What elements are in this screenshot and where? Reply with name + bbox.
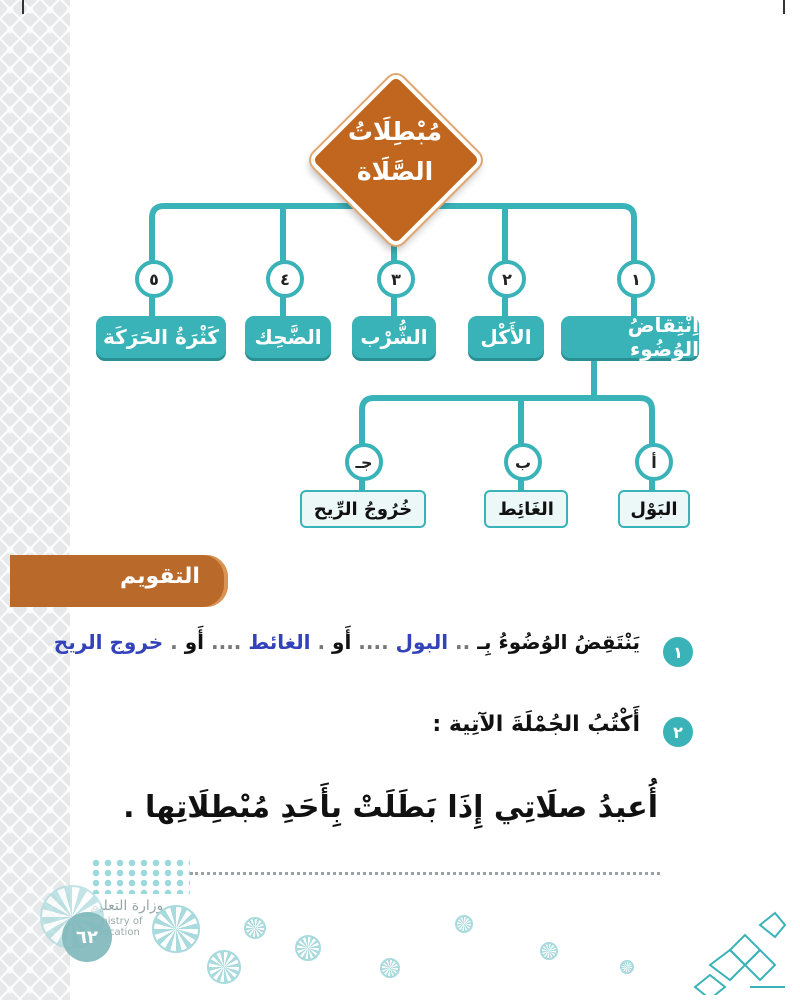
answer-blank-dots: . — [170, 630, 178, 654]
geometric-corner-ornament — [693, 911, 787, 995]
ministry-name-en: Ministry of Education — [90, 916, 143, 938]
item-pill-3: الشُّرْب — [352, 316, 436, 358]
answer-blank-dots: .... — [358, 630, 389, 654]
ministry-logo-dots — [90, 858, 190, 894]
answer-blank-dots: .... — [211, 630, 242, 654]
decorative-rosette — [540, 942, 558, 960]
decorative-rosette — [455, 915, 473, 933]
question-1-number: ١ — [663, 637, 693, 667]
answer-blank-dots: .. — [455, 630, 471, 654]
crop-mark — [783, 0, 785, 14]
decorative-rosette — [620, 960, 634, 974]
question-2-sentence: أُعيدُ صلَاتِي إِذَا بَطَلَتْ بِأَحَدِ م… — [123, 790, 658, 825]
ministry-logo: وزارة التعليم Ministry of Education — [90, 858, 190, 938]
answer-2: الغائط — [248, 630, 311, 654]
question-2-number: ٢ — [663, 717, 693, 747]
subitem-letter-b: ب — [504, 443, 542, 481]
root-title: مُبْطِلَاتُ الصَّلَاة — [310, 112, 480, 192]
evaluation-banner — [10, 555, 228, 607]
item-pill-1: اِنْتِقاضُ الوُضُوء — [561, 313, 699, 361]
root-title-line1: مُبْطِلَاتُ — [347, 117, 443, 146]
item-number-4: ٤ — [266, 260, 304, 298]
decorative-rosette — [152, 905, 200, 953]
question-1-prefix: يَنْتَقِضُ الوُضُوءُ بِـ — [477, 630, 640, 654]
subitem-pill-c: خُرُوجُ الرِّيح — [300, 490, 426, 528]
ministry-name-ar: وزارة التعليم — [90, 898, 164, 914]
or-word-2: أَو — [184, 630, 205, 654]
item-pill-4: الضَّحِك — [245, 316, 331, 358]
subitem-letter-c: جـ — [345, 443, 383, 481]
evaluation-title: التقويم — [120, 564, 200, 589]
answer-3: خروج الريح — [53, 630, 164, 654]
crop-mark — [22, 0, 24, 14]
root-title-line2: الصَّلَاة — [356, 157, 434, 186]
decorative-border-strip — [0, 0, 70, 1000]
decorative-rosette — [207, 950, 241, 984]
item-number-2: ٢ — [488, 260, 526, 298]
item-number-1: ١ — [617, 260, 655, 298]
item-number-3: ٣ — [377, 260, 415, 298]
or-word-1: أَو — [332, 630, 352, 654]
decorative-rosette — [295, 935, 321, 961]
writing-dotted-line[interactable] — [190, 872, 660, 875]
question-1-text: يَنْتَقِضُ الوُضُوءُ بِـ .. البول .... أ… — [54, 630, 640, 654]
page-number: ٦٢ — [62, 912, 112, 962]
answer-1: البول — [395, 630, 449, 654]
subitem-pill-b: الغَائِط — [484, 490, 568, 528]
subitem-letter-a: أ — [635, 443, 673, 481]
decorative-rosette — [380, 958, 400, 978]
item-pill-5: كَثْرَةُ الحَرَكَة — [96, 316, 226, 358]
question-2-instruction: أَكْتُبُ الجُمْلَةَ الآتِية : — [432, 712, 640, 737]
decorative-rosette — [244, 917, 266, 939]
item-number-5: ٥ — [135, 260, 173, 298]
answer-blank-dots: . — [317, 630, 326, 654]
item-pill-2: الأَكْل — [468, 316, 544, 358]
subitem-pill-a: البَوْل — [618, 490, 690, 528]
